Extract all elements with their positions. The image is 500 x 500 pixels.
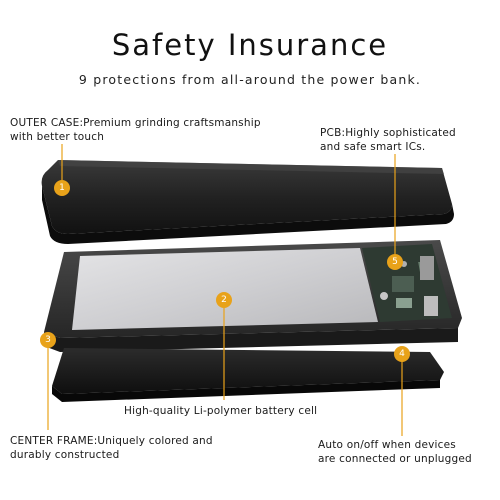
callout-outer-case-line1: OUTER CASE:Premium grinding craftsmanshi… [10,117,261,129]
callout-center-frame: CENTER FRAME:Uniquely colored and durabl… [10,434,213,462]
callout-battery: High-quality Li-polymer battery cell [124,404,317,418]
svg-text:4: 4 [399,349,405,359]
center-frame-part [44,240,462,352]
svg-text:5: 5 [392,257,398,267]
page-title: Safety Insurance [111,28,389,62]
callout-pcb-line2: and safe smart ICs. [320,141,426,153]
svg-text:2: 2 [221,295,227,305]
callout-pcb-line1: PCB:Highly sophisticated [320,127,456,139]
callout-auto-onoff: Auto on/off when devices are connected o… [318,438,472,466]
pcb-board [362,244,452,322]
badge-2: 2 [216,292,232,308]
badge-4: 4 [394,346,410,362]
callout-outer-case-line2: with better touch [10,131,105,143]
outer-case-part [41,160,454,244]
svg-text:3: 3 [45,335,51,345]
page-subtitle: 9 protections from all-around the power … [78,72,422,87]
callout-pcb: PCB:Highly sophisticated and safe smart … [320,126,456,154]
badge-5: 5 [387,254,403,270]
callout-outer-case: OUTER CASE:Premium grinding craftsmanshi… [10,116,261,144]
badge-3: 3 [40,332,56,348]
battery-cell [72,248,378,330]
badge-1: 1 [54,180,70,196]
callout-center-frame-line1: CENTER FRAME:Uniquely colored and [10,435,213,447]
callout-battery-line1: High-quality Li-polymer battery cell [124,405,318,417]
callout-auto-onoff-line2: are connected or unplugged [318,453,472,465]
callout-auto-onoff-line1: Auto on/off when devices [318,439,456,451]
leader-lines [47,144,403,436]
bottom-case-part [52,348,444,402]
svg-text:1: 1 [59,183,65,193]
callout-center-frame-line2: durably constructed [10,449,120,461]
